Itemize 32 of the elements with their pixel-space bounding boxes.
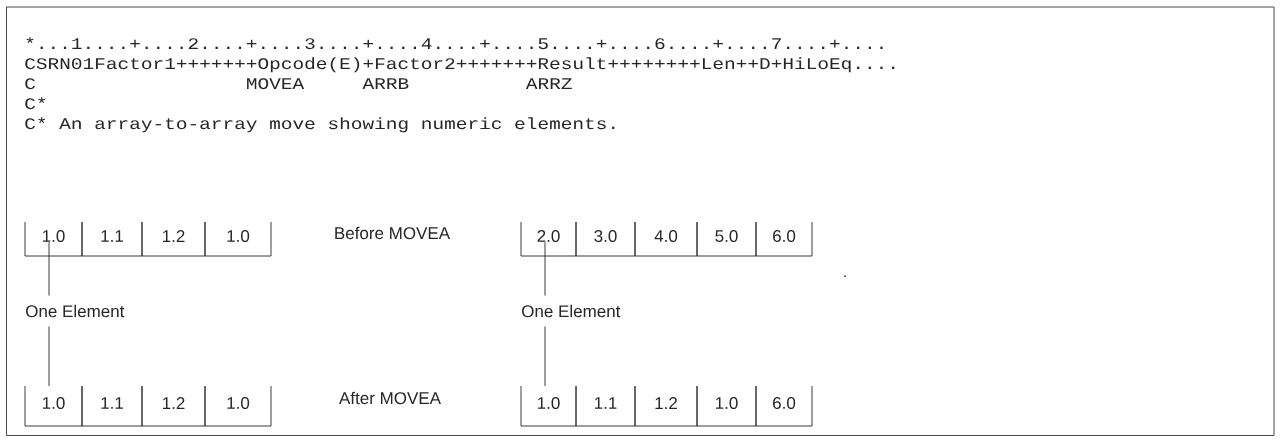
element-label: One Element [522,304,621,318]
array-cell: 1.0 [204,385,272,427]
array-cell: 6.0 [755,221,813,257]
array-cell: 1.0 [204,221,272,257]
array-cell: 1.1 [81,385,143,427]
array-cell: 1.1 [575,385,636,427]
array-cell: 1.0 [24,385,83,427]
code-line: C* An array-to-array move showing numeric elements. [25,117,615,133]
code-line: CSRN01Factor1+++++++Opcode(E)+Factor2+++++++Result++++++++Len++D+HiLoEq.... [25,57,895,73]
caption: After MOVEA [339,391,441,405]
leader-line [544,326,546,387]
leader-line [48,241,50,296]
array-cell: 1.1 [81,221,143,257]
array-cell: 1.0 [24,221,83,257]
array-cell: 1.0 [520,385,577,427]
array-cell: 1.2 [141,221,206,257]
array-cell: 2.0 [520,221,577,257]
array-cell: 5.0 [696,221,757,257]
array-cell: 4.0 [634,221,698,257]
dot: . [844,275,846,277]
code-line: C* [25,97,46,110]
array-cell: 1.0 [696,385,757,427]
array-cell: 3.0 [575,221,636,257]
code-line: C MOVEA ARRB ARRZ [25,78,572,90]
array-cell: 1.2 [141,385,206,427]
element-label: One Element [26,304,125,318]
leader-line [48,326,50,387]
caption: Before MOVEA [335,226,451,240]
array-cell: 1.2 [634,385,698,427]
code-line: *...1....+....2....+....3....+....4....+....5....+....6....+....7....+.... [26,37,883,50]
array-cell: 6.0 [755,385,813,427]
leader-line [544,241,546,296]
